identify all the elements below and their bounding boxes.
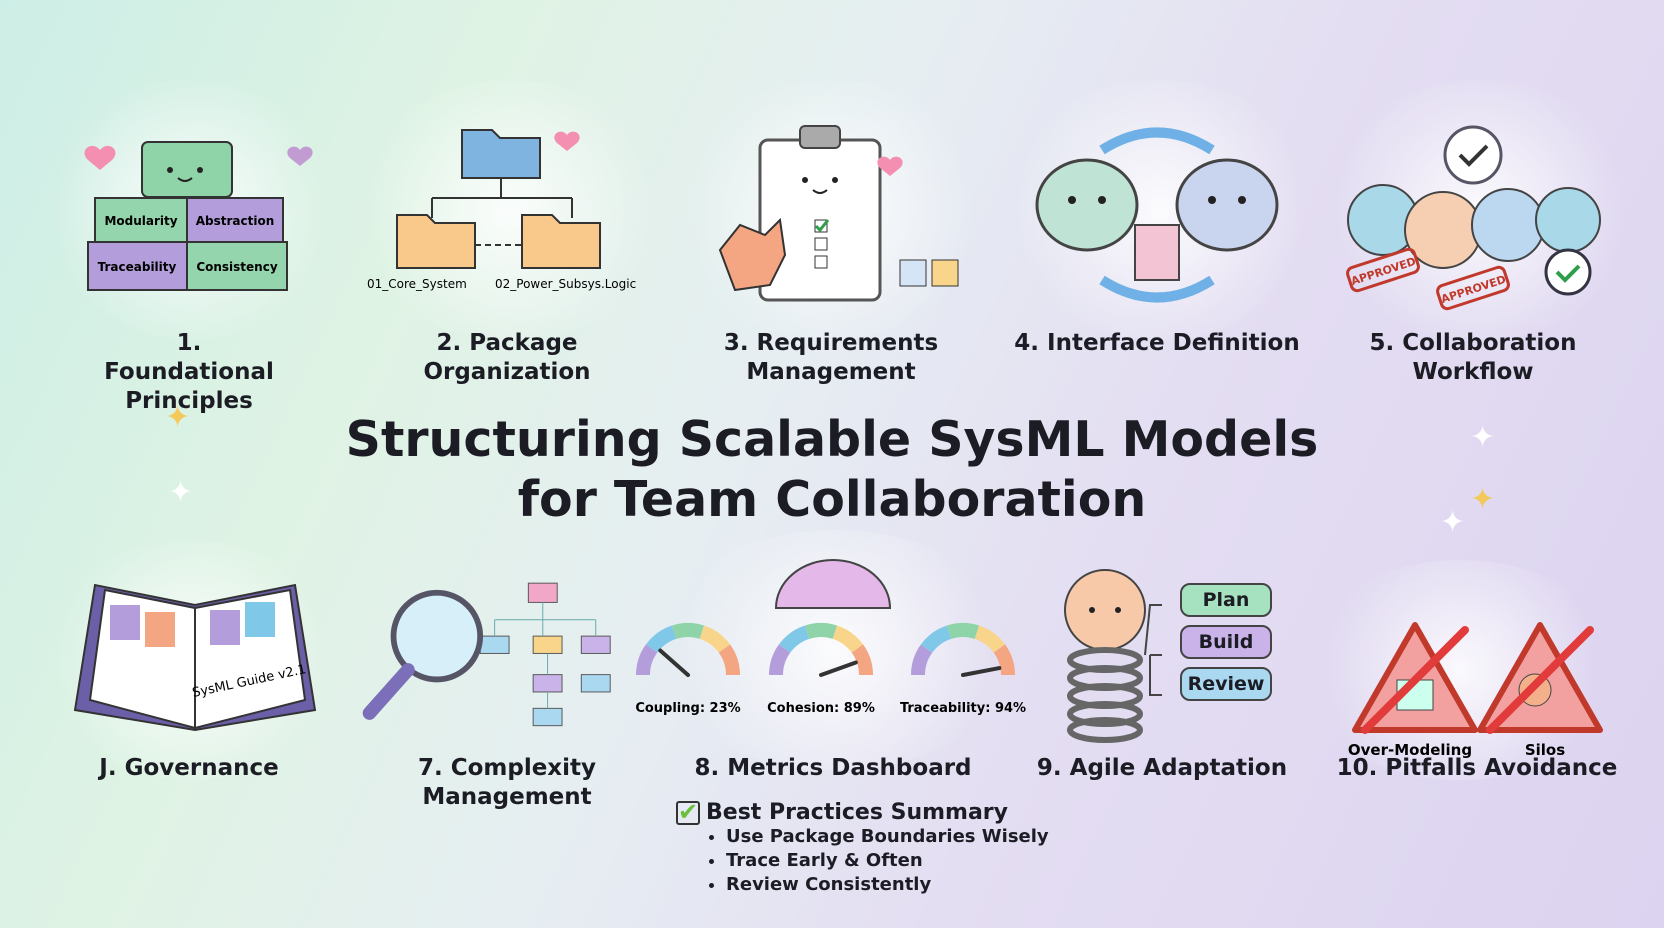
section-title-collaboration-workflow: 5. Collaboration Workflow (1369, 330, 1577, 385)
checkbox-check-icon: ✔ (676, 797, 700, 826)
pitfall-silos: Silos (1525, 741, 1565, 759)
agile-step-plan: Plan (1180, 583, 1272, 617)
gauge-segment (832, 625, 864, 653)
gauge-segment (645, 625, 677, 653)
summary-item: Use Package Boundaries Wisely (726, 825, 1049, 849)
section-title-agile-adaptation: 9. Agile Adaptation (1036, 755, 1288, 781)
sparkle-icon: ✦ (1470, 420, 1496, 455)
gauge-segment (778, 625, 810, 653)
magnifier-diagram-icon (362, 582, 611, 727)
metric-traceability-label: Traceability: 94% (900, 701, 1026, 716)
team-approval-icon: APPROVED APPROVED (1346, 125, 1601, 311)
agile-step-review: Review (1180, 667, 1272, 701)
gauge-needle-cohesion (819, 660, 858, 677)
gauge-segment (699, 625, 731, 653)
gauge-segment (851, 644, 873, 676)
heart-icon (84, 145, 116, 170)
folder-label-core: 01_Core_System (367, 277, 467, 291)
section-title-metrics-dashboard: 8. Metrics Dashboard (694, 755, 972, 781)
section-title-complexity-management: 7. Complexity Management (417, 755, 597, 810)
metric-coupling-label: Coupling: 23% (635, 701, 740, 716)
section-title-pitfalls-avoidance: 10. Pitfalls Avoidance (1336, 755, 1618, 781)
block-modularity: Modularity (104, 214, 177, 228)
metric-cohesion-label: Cohesion: 89% (767, 701, 875, 716)
gauge-segment (946, 623, 980, 639)
summary-item: Review Consistently (726, 873, 1049, 897)
gauge-segment (993, 644, 1015, 676)
sparkle-icon: ✦ (1440, 505, 1466, 540)
heart-icon (287, 146, 313, 166)
section-title-governance: J. Governance (99, 755, 279, 781)
sparkle-icon: ✦ (165, 400, 191, 435)
section-title-foundational-principles: 1. Foundational Principles (104, 330, 274, 414)
building-blocks-icon: Modularity Abstraction Traceability Cons… (84, 141, 313, 291)
pitfalls-warning-icon: Over-Modeling Silos (1348, 622, 1603, 759)
folder-label-power: 02_Power_Subsys.Logic (495, 277, 636, 291)
best-practices-summary: ✔Best Practices Summary Use Package Boun… (676, 800, 1049, 897)
package-folders-icon: 01_Core_System 02_Power_Subsys.Logic (367, 129, 636, 291)
gauge-segment (718, 644, 740, 676)
guide-book-icon: SysML Guide v2.1 (73, 583, 317, 732)
gauge-segment (920, 625, 952, 653)
sparkle-icon: ✦ (1470, 482, 1496, 517)
semicircle-gauge-top (774, 559, 892, 609)
agile-spring-icon (1064, 569, 1162, 743)
gauge-segment (671, 623, 705, 639)
gauge-segment (804, 623, 838, 639)
summary-item: Trace Early & Often (726, 849, 1049, 873)
gauge-segment (974, 625, 1006, 653)
block-consistency: Consistency (196, 260, 278, 274)
section-title-package-organization: 2. Package Organization (423, 330, 591, 385)
gauge-needle-traceability (961, 666, 1002, 677)
section-title-requirements-management: 3. Requirements Management (723, 330, 939, 385)
gauge-segment (769, 644, 791, 676)
robots-handshake-icon (1035, 127, 1279, 303)
gauge-needle-coupling (658, 648, 690, 677)
pitfall-over-modeling: Over-Modeling (1348, 741, 1472, 759)
section-title-interface-definition: 4. Interface Definition (1014, 330, 1300, 356)
block-traceability: Traceability (98, 260, 177, 274)
clipboard-checklist-icon (718, 125, 959, 302)
sparkle-icon: ✦ (168, 475, 194, 510)
agile-step-build: Build (1180, 625, 1272, 659)
gauge-segment (636, 644, 658, 676)
summary-heading: Best Practices Summary (706, 800, 1008, 825)
gauge-segment (911, 644, 933, 676)
metrics-gauges: Coupling: 23% Cohesion: 89% Traceability… (635, 559, 1026, 716)
block-abstraction: Abstraction (196, 214, 275, 228)
